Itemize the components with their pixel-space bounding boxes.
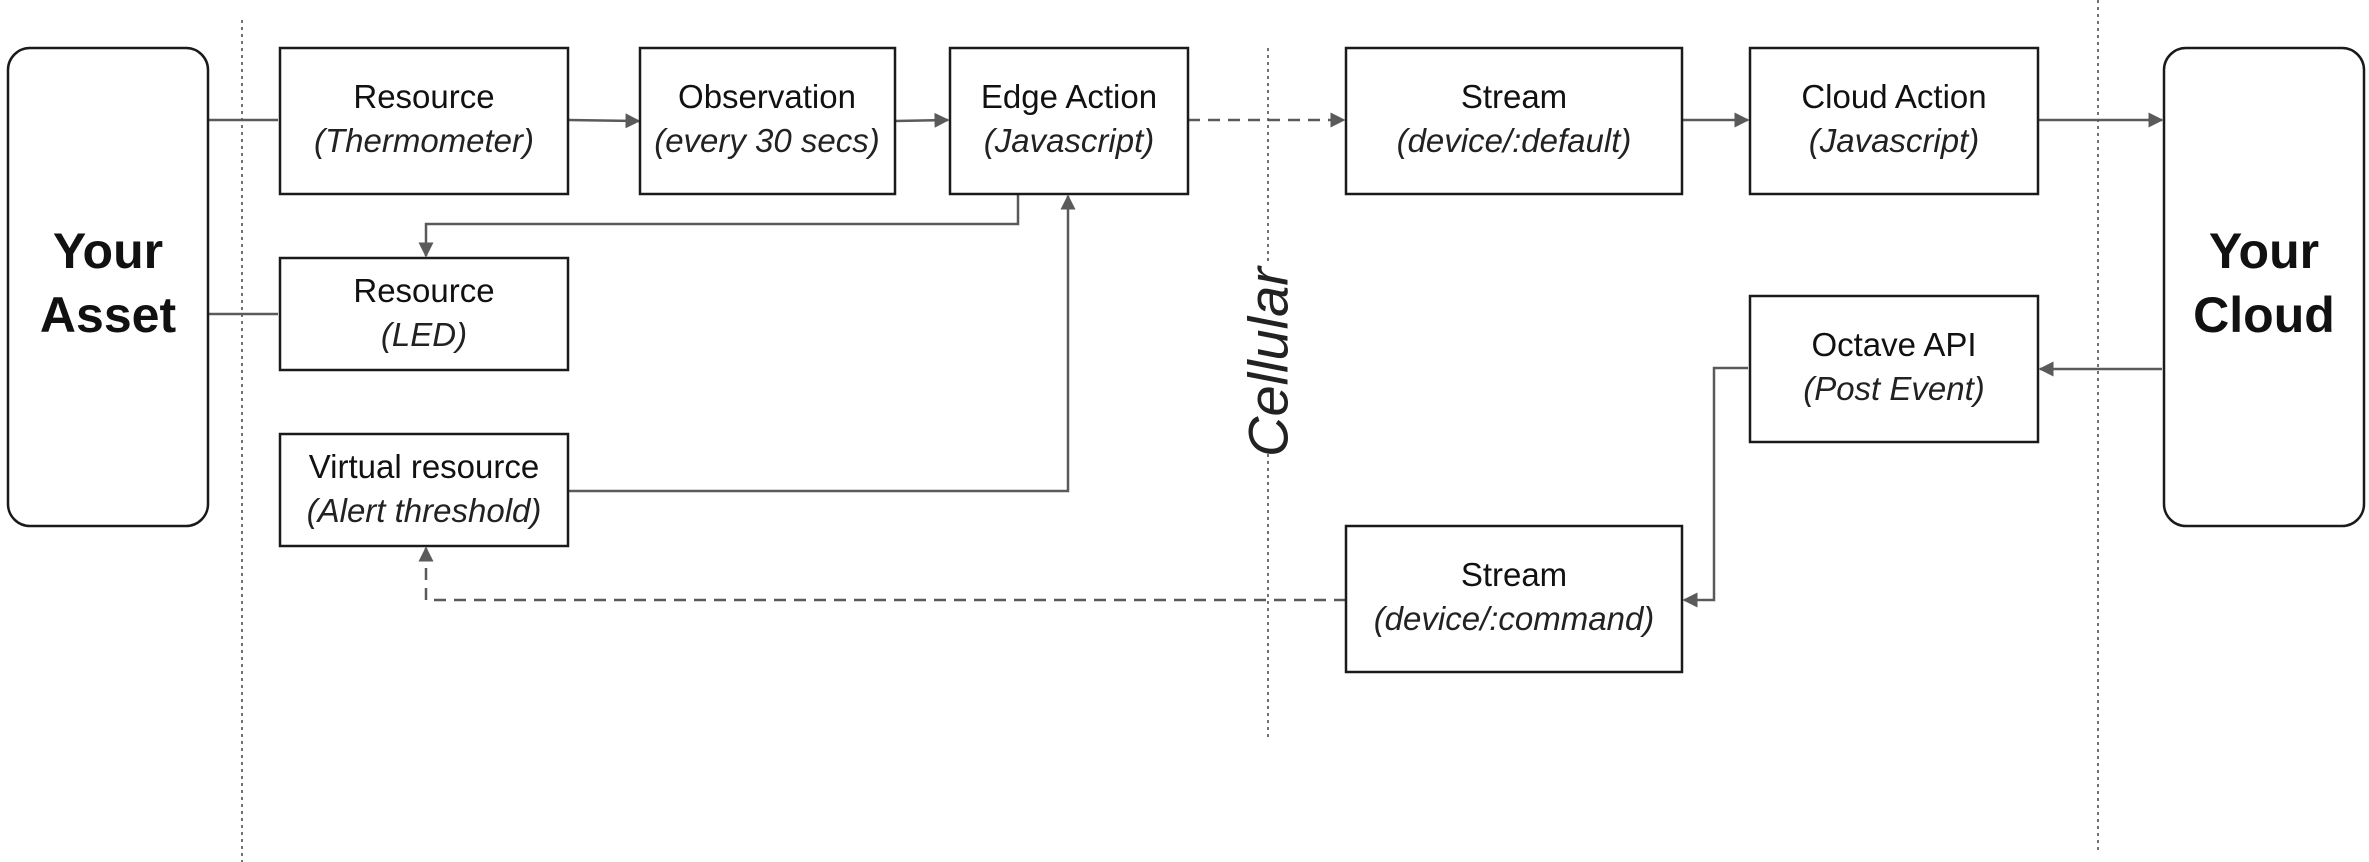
your-asset-box xyxy=(6,46,210,528)
stream-default-subtitle: (device/:default) xyxy=(1397,122,1632,159)
observation-node: Observation (every 30 secs) xyxy=(638,46,897,196)
cloud-action-title: Cloud Action xyxy=(1801,78,1986,115)
resource-led-box xyxy=(278,256,570,372)
virtual-resource-node: Virtual resource (Alert threshold) xyxy=(278,432,570,548)
stream-command-box xyxy=(1344,524,1684,674)
resource-led-title: Resource xyxy=(353,272,494,309)
resource-thermometer-subtitle: (Thermometer) xyxy=(314,122,534,159)
resource-led-subtitle: (LED) xyxy=(381,316,467,353)
your-cloud-node: Your Cloud xyxy=(2162,46,2366,528)
edge-action-subtitle: (Javascript) xyxy=(984,122,1155,159)
stream-command-title: Stream xyxy=(1461,556,1567,593)
stream-command-subtitle: (device/:command) xyxy=(1374,600,1655,637)
octave-api-title: Octave API xyxy=(1811,326,1976,363)
observation-box xyxy=(638,46,897,196)
octave-api-box xyxy=(1748,294,2040,444)
your-cloud-line2: Cloud xyxy=(2193,287,2335,343)
resource-thermometer-title: Resource xyxy=(353,78,494,115)
resource-thermometer-box xyxy=(278,46,570,196)
cloud-action-node: Cloud Action (Javascript) xyxy=(1748,46,2040,196)
cloud-action-box xyxy=(1748,46,2040,196)
virtual-resource-subtitle: (Alert threshold) xyxy=(307,492,542,529)
edge-action-title: Edge Action xyxy=(981,78,1157,115)
cellular-label: Cellular xyxy=(1237,265,1300,457)
arrow-stream-command-to-virtual-resource xyxy=(418,546,1346,602)
resource-led-node: Resource (LED) xyxy=(278,256,570,372)
edge-action-node: Edge Action (Javascript) xyxy=(948,46,1190,196)
virtual-resource-title: Virtual resource xyxy=(309,448,540,485)
your-asset-line1: Your xyxy=(53,223,163,279)
stream-default-node: Stream (device/:default) xyxy=(1344,46,1684,196)
stream-command-node: Stream (device/:command) xyxy=(1344,524,1684,674)
virtual-resource-box xyxy=(278,432,570,548)
edge-action-box xyxy=(948,46,1190,196)
your-cloud-line1: Your xyxy=(2209,223,2319,279)
octave-api-subtitle: (Post Event) xyxy=(1803,370,1985,407)
arrow-resource-to-observation xyxy=(567,113,641,129)
arrow-edge-action-to-led xyxy=(418,194,1020,258)
stream-default-box xyxy=(1344,46,1684,196)
your-asset-line2: Asset xyxy=(40,287,177,343)
your-asset-node: Your Asset xyxy=(6,46,210,528)
observation-subtitle: (every 30 secs) xyxy=(654,122,880,159)
resource-thermometer-node: Resource (Thermometer) xyxy=(278,46,570,196)
stream-default-title: Stream xyxy=(1461,78,1567,115)
cellular-label-bg xyxy=(1234,264,1300,454)
cloud-action-subtitle: (Javascript) xyxy=(1809,122,1980,159)
observation-title: Observation xyxy=(678,78,856,115)
arrow-virtual-resource-to-edge-action xyxy=(568,194,1076,493)
your-cloud-box xyxy=(2162,46,2366,528)
octave-api-node: Octave API (Post Event) xyxy=(1748,294,2040,444)
arrow-observation-to-edge-action xyxy=(894,112,950,128)
arrow-octave-api-to-stream-command xyxy=(1682,366,1748,608)
